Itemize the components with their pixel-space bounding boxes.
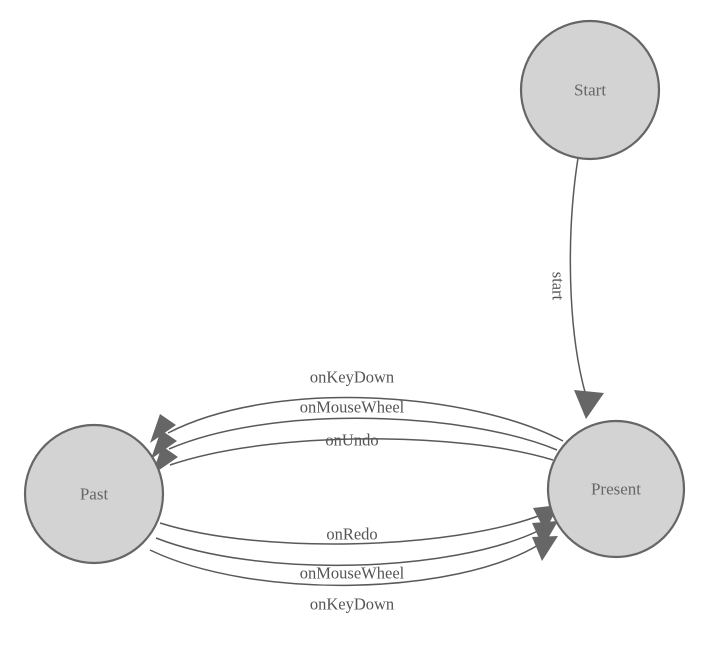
state-node-present[interactable]: Present xyxy=(546,419,686,559)
edge-past-to-present-onkeydown[interactable]: onKeyDown xyxy=(149,536,558,614)
edge-present-to-past-onkeydown[interactable]: onKeyDown xyxy=(150,368,564,444)
edge-path-past-present-3 xyxy=(149,543,541,587)
state-node-past[interactable]: Past xyxy=(23,423,165,565)
state-node-start[interactable]: Start xyxy=(519,19,661,161)
edge-start-to-present[interactable]: start xyxy=(549,157,605,419)
edge-present-to-past-onundo[interactable]: onUndo xyxy=(152,431,554,476)
edge-path-past-present-1 xyxy=(159,514,542,545)
edge-path-past-present-2 xyxy=(155,529,541,567)
arrowhead-start-present xyxy=(574,390,604,419)
state-node-present-circle xyxy=(546,419,686,559)
state-node-start-label: Start xyxy=(574,81,606,100)
edge-label-present-past-2: onMouseWheel xyxy=(300,398,405,417)
arrowhead-past-present-3 xyxy=(532,536,558,561)
arrowhead-present-past-1 xyxy=(150,414,176,443)
edge-label-present-past-1: onKeyDown xyxy=(310,368,394,387)
edge-label-start: start xyxy=(549,272,568,301)
edge-label-present-past-3: onUndo xyxy=(325,431,378,450)
edge-path-present-past-2 xyxy=(168,417,558,451)
state-node-past-circle xyxy=(23,423,165,565)
edge-past-to-present-onredo[interactable]: onRedo xyxy=(159,505,559,545)
state-node-present-label: Present xyxy=(591,480,641,499)
edge-path-present-past-3 xyxy=(169,438,554,466)
state-node-past-label: Past xyxy=(80,485,109,504)
edge-label-past-present-1: onRedo xyxy=(326,525,377,544)
edge-label-past-present-3: onKeyDown xyxy=(310,595,394,614)
state-node-start-circle xyxy=(519,19,661,161)
edge-label-past-present-2: onMouseWheel xyxy=(300,564,405,583)
arrowhead-past-present-2 xyxy=(532,521,558,547)
edge-path-start-present xyxy=(569,157,586,393)
edge-path-present-past-1 xyxy=(167,396,564,442)
edge-present-to-past-onmousewheel[interactable]: onMouseWheel xyxy=(151,398,558,460)
edge-past-to-present-onmousewheel[interactable]: onMouseWheel xyxy=(155,521,558,583)
arrowhead-present-past-2 xyxy=(151,430,177,459)
